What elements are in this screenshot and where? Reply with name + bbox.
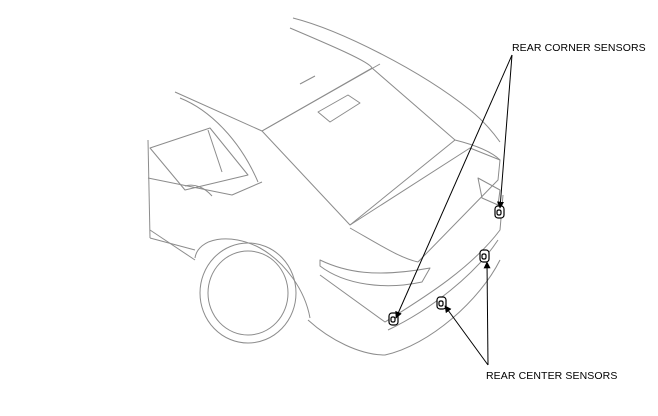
rear-wheel-inner [207,250,289,336]
rear-window [261,67,456,226]
leader-corner-left [395,54,513,319]
sensor-rear-center-right [479,249,490,263]
rear-window-outer [174,63,381,132]
sensor-rear-center-left [436,296,447,310]
body-sill [149,229,196,261]
side-window-divider [207,129,223,173]
door-lower [149,237,196,251]
sensor-rear-corner-left [388,312,399,326]
rear-wheel [199,242,297,344]
leader-lines [395,54,513,366]
rear-center-sensors-label: REAR CENTER SENSORS [486,370,618,382]
leader-corner-right [497,54,513,209]
trunk-lid [349,147,501,263]
trunk-crease [349,227,419,263]
sensor-rear-corner-right [494,205,505,219]
car-body [147,17,504,356]
roof-inner-line [289,27,373,69]
brake-light [317,94,361,123]
right-taillight [477,177,501,206]
side-window [149,127,249,191]
bodyside [147,139,151,239]
door-line [147,177,263,196]
brake-light-lower [299,75,316,85]
roof-outline [292,17,501,143]
sensors [388,205,505,326]
quarter-window [179,97,259,183]
rear-corner-sensors-label: REAR CORNER SENSORS [512,42,646,54]
trunk-edge [454,139,501,161]
left-taillight [319,259,431,287]
leader-center-left [444,305,489,366]
leader-center-right [483,261,491,366]
door-handle [184,184,213,197]
rear-bumper [319,194,504,323]
bumper-lower [307,259,501,356]
wheel-arch [194,238,311,319]
